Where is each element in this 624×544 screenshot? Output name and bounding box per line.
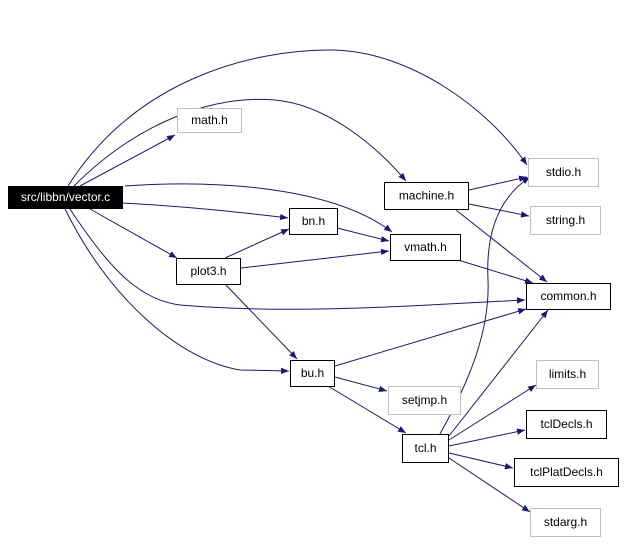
node-setjmp-h: setjmp.h	[388, 386, 461, 415]
node-label: tclDecls.h	[540, 417, 592, 431]
node-box	[176, 258, 241, 285]
node-box	[530, 206, 601, 235]
edge-vector-c-to-bn-h	[121, 202, 289, 221]
node-label: setjmp.h	[402, 393, 447, 407]
node-label: src/libbn/vector.c	[21, 190, 110, 204]
node-label: limits.h	[549, 367, 586, 381]
edge-bu-h-to-tcl-h	[327, 385, 407, 434]
edge-vmath-h-to-common-h	[457, 259, 534, 284]
node-plot3-h[interactable]: plot3.h	[176, 258, 241, 285]
node-bn-h[interactable]: bn.h	[289, 208, 338, 235]
node-string-h: string.h	[530, 206, 601, 235]
node-box	[528, 158, 599, 187]
edge-tcl-h-to-limits-h	[448, 384, 537, 441]
edge-bu-h-to-common-h	[334, 308, 527, 367]
nodes-layer: src/libbn/vector.c math.h stdio.h machine.h…	[8, 108, 619, 537]
node-box	[402, 434, 449, 463]
node-box	[526, 410, 607, 439]
node-math-h: math.h	[177, 108, 242, 133]
node-label: bu.h	[301, 366, 324, 380]
node-box	[384, 182, 469, 210]
node-tcl-h[interactable]: tcl.h	[402, 434, 449, 463]
edge-machine-h-to-stdio-h	[468, 175, 528, 191]
edge-vector-c-to-common-h	[69, 208, 526, 310]
node-label: tclPlatDecls.h	[530, 465, 603, 479]
edge-bu-h-to-setjmp-h	[334, 376, 388, 393]
node-label: bn.h	[302, 214, 325, 228]
edge-machine-h-to-string-h	[468, 203, 530, 218]
edge-vector-c-to-math-h	[79, 134, 176, 187]
edge-machine-h-to-common-h	[455, 209, 548, 283]
node-label: plot3.h	[190, 264, 226, 278]
node-vector-c[interactable]: src/libbn/vector.c	[8, 186, 123, 209]
edge-tcl-h-to-stdio-h	[439, 176, 531, 435]
node-tclDecls-h[interactable]: tclDecls.h	[526, 410, 607, 439]
edge-bn-h-to-vmath-h	[336, 227, 390, 243]
edge-vector-c-to-vmath-h	[124, 183, 393, 233]
node-box	[390, 234, 461, 261]
edge-vector-c-to-plot3-h	[89, 208, 178, 259]
node-stdio-h: stdio.h	[528, 158, 599, 187]
node-vmath-h[interactable]: vmath.h	[390, 234, 461, 261]
node-label: tcl.h	[414, 441, 436, 455]
edge-tcl-h-to-tclDecls-h	[448, 428, 526, 447]
edge-tcl-h-to-stdarg-h	[448, 457, 531, 513]
node-box	[8, 186, 123, 209]
edges-layer	[64, 49, 549, 513]
node-label: string.h	[546, 213, 585, 227]
node-label: vmath.h	[404, 240, 447, 254]
node-machine-h[interactable]: machine.h	[384, 182, 469, 210]
node-tclPlatDecls-h[interactable]: tclPlatDecls.h	[514, 458, 619, 487]
node-box	[289, 208, 338, 235]
edge-plot3-h-to-bu-h	[224, 283, 298, 360]
edge-plot3-h-to-bn-h	[224, 228, 290, 259]
node-box	[290, 360, 335, 387]
edge-vector-c-to-stdio-h	[67, 49, 528, 187]
node-label: common.h	[540, 289, 596, 303]
node-box	[536, 360, 599, 389]
edge-tcl-h-to-common-h	[448, 309, 549, 437]
node-limits-h: limits.h	[536, 360, 599, 389]
node-label: machine.h	[399, 189, 454, 203]
node-box	[514, 458, 619, 487]
node-box	[388, 386, 461, 415]
node-common-h[interactable]: common.h	[526, 283, 611, 310]
edge-vector-c-to-bu-h	[64, 208, 290, 375]
edge-vector-c-to-machine-h	[73, 98, 407, 187]
node-stdarg-h: stdarg.h	[530, 508, 601, 537]
node-bu-h[interactable]: bu.h	[290, 360, 335, 387]
node-label: stdarg.h	[544, 515, 587, 529]
edge-tcl-h-to-tclPlatDecls-h	[448, 452, 514, 470]
node-label: stdio.h	[546, 165, 581, 179]
node-box	[530, 508, 601, 537]
node-box	[177, 108, 242, 133]
node-box	[526, 283, 611, 310]
node-label: math.h	[191, 113, 228, 127]
edge-plot3-h-to-vmath-h	[240, 248, 390, 269]
